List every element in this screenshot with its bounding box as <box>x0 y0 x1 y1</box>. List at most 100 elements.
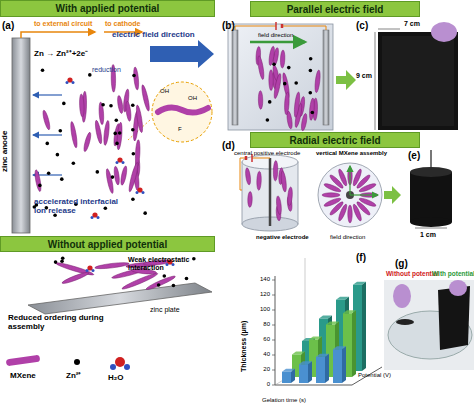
text-label: Thickness (μm) <box>240 321 248 372</box>
text-label: central positive electrode <box>234 150 300 157</box>
mxene-flake <box>323 197 341 208</box>
text-label: field direction <box>330 234 365 241</box>
zinc-ion <box>162 274 166 278</box>
field-direction-arrow <box>150 40 214 68</box>
petri-dish-photo <box>449 280 467 296</box>
petri-dish-photo <box>396 319 414 325</box>
radial-cell <box>269 158 272 226</box>
text-label: 120 <box>254 291 270 298</box>
film-photo <box>431 22 457 42</box>
text-label: (c) <box>356 20 368 31</box>
legend-swatch <box>6 355 41 367</box>
zinc-plate <box>28 283 212 314</box>
bar <box>299 364 308 383</box>
film-photo <box>378 32 458 130</box>
text-label: (g) <box>395 258 408 269</box>
text-label: 20 <box>254 366 270 373</box>
zinc-ion <box>47 171 51 175</box>
tick <box>272 295 275 296</box>
mxene-flake <box>128 162 140 193</box>
zinc-ion <box>132 152 136 156</box>
zinc-ion <box>60 177 64 181</box>
zinc-ion <box>41 68 45 72</box>
legend-text: H₂O <box>108 374 124 383</box>
zinc-ion <box>131 197 135 201</box>
mxene-flake <box>245 168 252 186</box>
bar-chart <box>275 385 352 386</box>
bar-side <box>342 346 346 383</box>
water-molecule <box>136 191 139 194</box>
zinc-ion <box>311 111 315 115</box>
tick <box>272 370 275 371</box>
film-photo <box>378 29 400 30</box>
petri-dish-photo <box>384 280 474 370</box>
radial-cell <box>240 154 382 231</box>
text-label: negative electrode <box>256 234 309 241</box>
text-label: (d) <box>222 140 235 151</box>
water-molecule <box>122 161 125 164</box>
petri-dish-photo <box>438 286 470 350</box>
ion-release-arrows <box>33 134 62 135</box>
field-direction-arrow <box>150 40 214 68</box>
zinc-ion <box>58 129 62 133</box>
zinc-ion <box>157 283 161 287</box>
text-label: to external circuit <box>34 20 92 28</box>
zinc-ion <box>309 69 313 73</box>
tick <box>272 340 275 341</box>
zinc-ion <box>88 73 92 77</box>
zinc-ion <box>131 103 135 107</box>
zinc-ion <box>115 142 119 146</box>
mxene-flake <box>135 105 144 133</box>
text-label: F <box>178 126 182 133</box>
bar-side <box>325 354 329 383</box>
surface-inset <box>128 82 212 142</box>
text-label: Without potential <box>386 270 439 277</box>
mxene-flake <box>268 46 275 66</box>
zinc-ion <box>172 284 176 288</box>
ion-release-arrows <box>33 94 62 95</box>
bar-top <box>316 354 329 357</box>
legend-text: Zn²⁺ <box>66 372 81 381</box>
bar-top <box>343 310 356 313</box>
ion-release-arrows <box>33 95 62 175</box>
text-label: 7 cm <box>404 20 420 28</box>
external-circuit-wire <box>21 32 95 38</box>
text-label: field direction <box>258 32 293 39</box>
mxene-flake <box>83 132 92 152</box>
mxene-flake <box>70 121 79 148</box>
text-label: vertical MXene assembly <box>316 150 387 157</box>
text-label: (f) <box>356 252 366 263</box>
text-label: 0 <box>254 381 270 388</box>
bar <box>282 372 291 383</box>
text-label: OH <box>188 95 197 102</box>
water-molecule-symbol <box>110 357 130 370</box>
mxene-flake <box>34 169 42 191</box>
zinc-ion <box>62 102 66 106</box>
zinc-ion <box>104 207 108 211</box>
mxene-flake <box>248 191 253 207</box>
tick <box>272 385 275 386</box>
mxene-flake <box>103 120 110 145</box>
zinc-ion <box>115 118 119 122</box>
water-molecule <box>92 269 95 272</box>
mxene-flake <box>95 261 130 270</box>
text-label: 60 <box>254 336 270 343</box>
text-label: 40 <box>254 351 270 358</box>
mxene-flake <box>117 95 124 114</box>
surface-inset <box>152 82 212 142</box>
zinc-ion <box>111 175 115 179</box>
bar-chart <box>275 276 276 385</box>
mxene-flake <box>352 203 363 221</box>
mxene-flake <box>269 70 273 91</box>
mxene-flake <box>105 168 115 194</box>
zinc-ion <box>38 184 42 188</box>
cylinder-photo <box>410 217 452 227</box>
bar-top <box>309 337 322 340</box>
mxene-flake <box>258 91 263 110</box>
water-molecule <box>72 81 75 84</box>
water-molecule <box>86 269 89 272</box>
mxene-flake <box>276 196 282 215</box>
mxene-flake <box>348 205 352 223</box>
banner-text: Parallel electric field <box>287 4 384 15</box>
zinc-ion <box>294 81 298 85</box>
